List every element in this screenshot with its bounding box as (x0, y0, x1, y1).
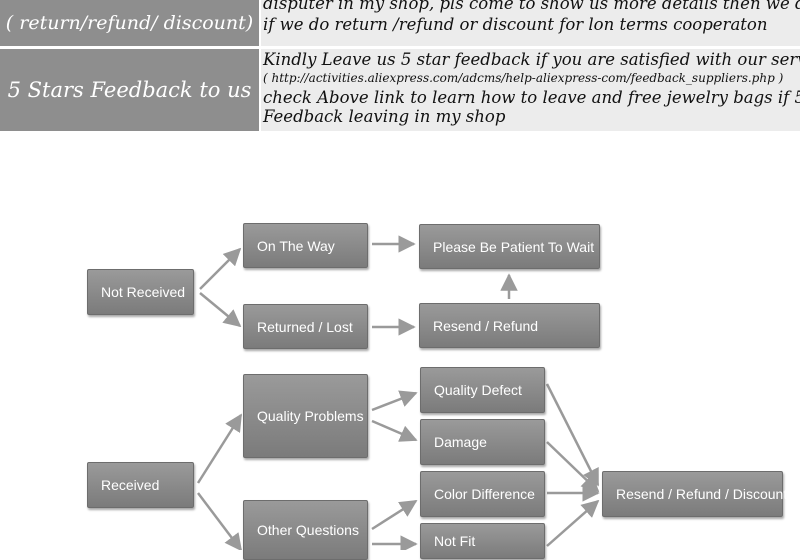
arrow-other-color (371, 499, 418, 531)
arrow-received-other (197, 492, 243, 550)
policy-line: check Above link to learn how to leave a… (263, 88, 800, 107)
flowchart-arrows (196, 235, 600, 550)
arrow-notreceived-ontheway (199, 247, 242, 290)
policy-row-return-refund: ( return/refund/ discount) disputer in m… (0, 0, 800, 46)
policy-label-feedback: 5 Stars Feedback to us (0, 49, 259, 131)
node-please-be-patient: Please Be Patient To Wait (419, 224, 600, 269)
arrow-damage-final (546, 441, 600, 493)
row-divider (0, 46, 800, 49)
node-received: Received (87, 462, 194, 508)
policy-text-feedback: Kindly Leave us 5 star feedback if you a… (261, 49, 800, 131)
policy-label-return-refund: ( return/refund/ discount) (0, 0, 259, 46)
feedback-link[interactable]: ( http://activities.aliexpress.com/adcms… (263, 71, 784, 85)
arrow-notreceived-returned (199, 292, 242, 328)
arrow-quality-damage (371, 419, 418, 442)
node-on-the-way: On The Way (243, 223, 368, 268)
node-not-fit: Not Fit (420, 523, 545, 559)
policy-line: if we do return /refund or discount for … (263, 15, 768, 34)
node-quality-defect: Quality Defect (420, 367, 545, 413)
policy-text-return-refund: disputer in my shop, pls come to show us… (261, 0, 800, 46)
after-sales-flowchart: Not Received On The Way Returned / Lost … (0, 131, 800, 560)
arrow-received-quality (196, 413, 243, 484)
node-resend-refund-discount: Resend / Refund / Discount (602, 471, 787, 517)
node-color-difference: Color Difference (420, 471, 545, 517)
policy-line: Kindly Leave us 5 star feedback if you a… (263, 50, 800, 69)
node-resend-refund: Resend / Refund (419, 303, 600, 348)
policy-row-feedback: 5 Stars Feedback to us Kindly Leave us 5… (0, 49, 800, 131)
arrow-notfit-final (546, 499, 600, 547)
arrow-quality-defect (371, 390, 418, 412)
arrow-defect-final (545, 383, 600, 487)
node-not-received: Not Received (87, 269, 194, 315)
node-damage: Damage (420, 419, 545, 465)
node-returned-lost: Returned / Lost (243, 304, 368, 349)
node-other-questions: Other Questions (243, 500, 368, 560)
policy-line: Feedback leaving in my shop (263, 107, 506, 126)
policy-line: disputer in my shop, pls come to show us… (263, 0, 800, 13)
node-quality-problems: Quality Problems (243, 374, 368, 458)
